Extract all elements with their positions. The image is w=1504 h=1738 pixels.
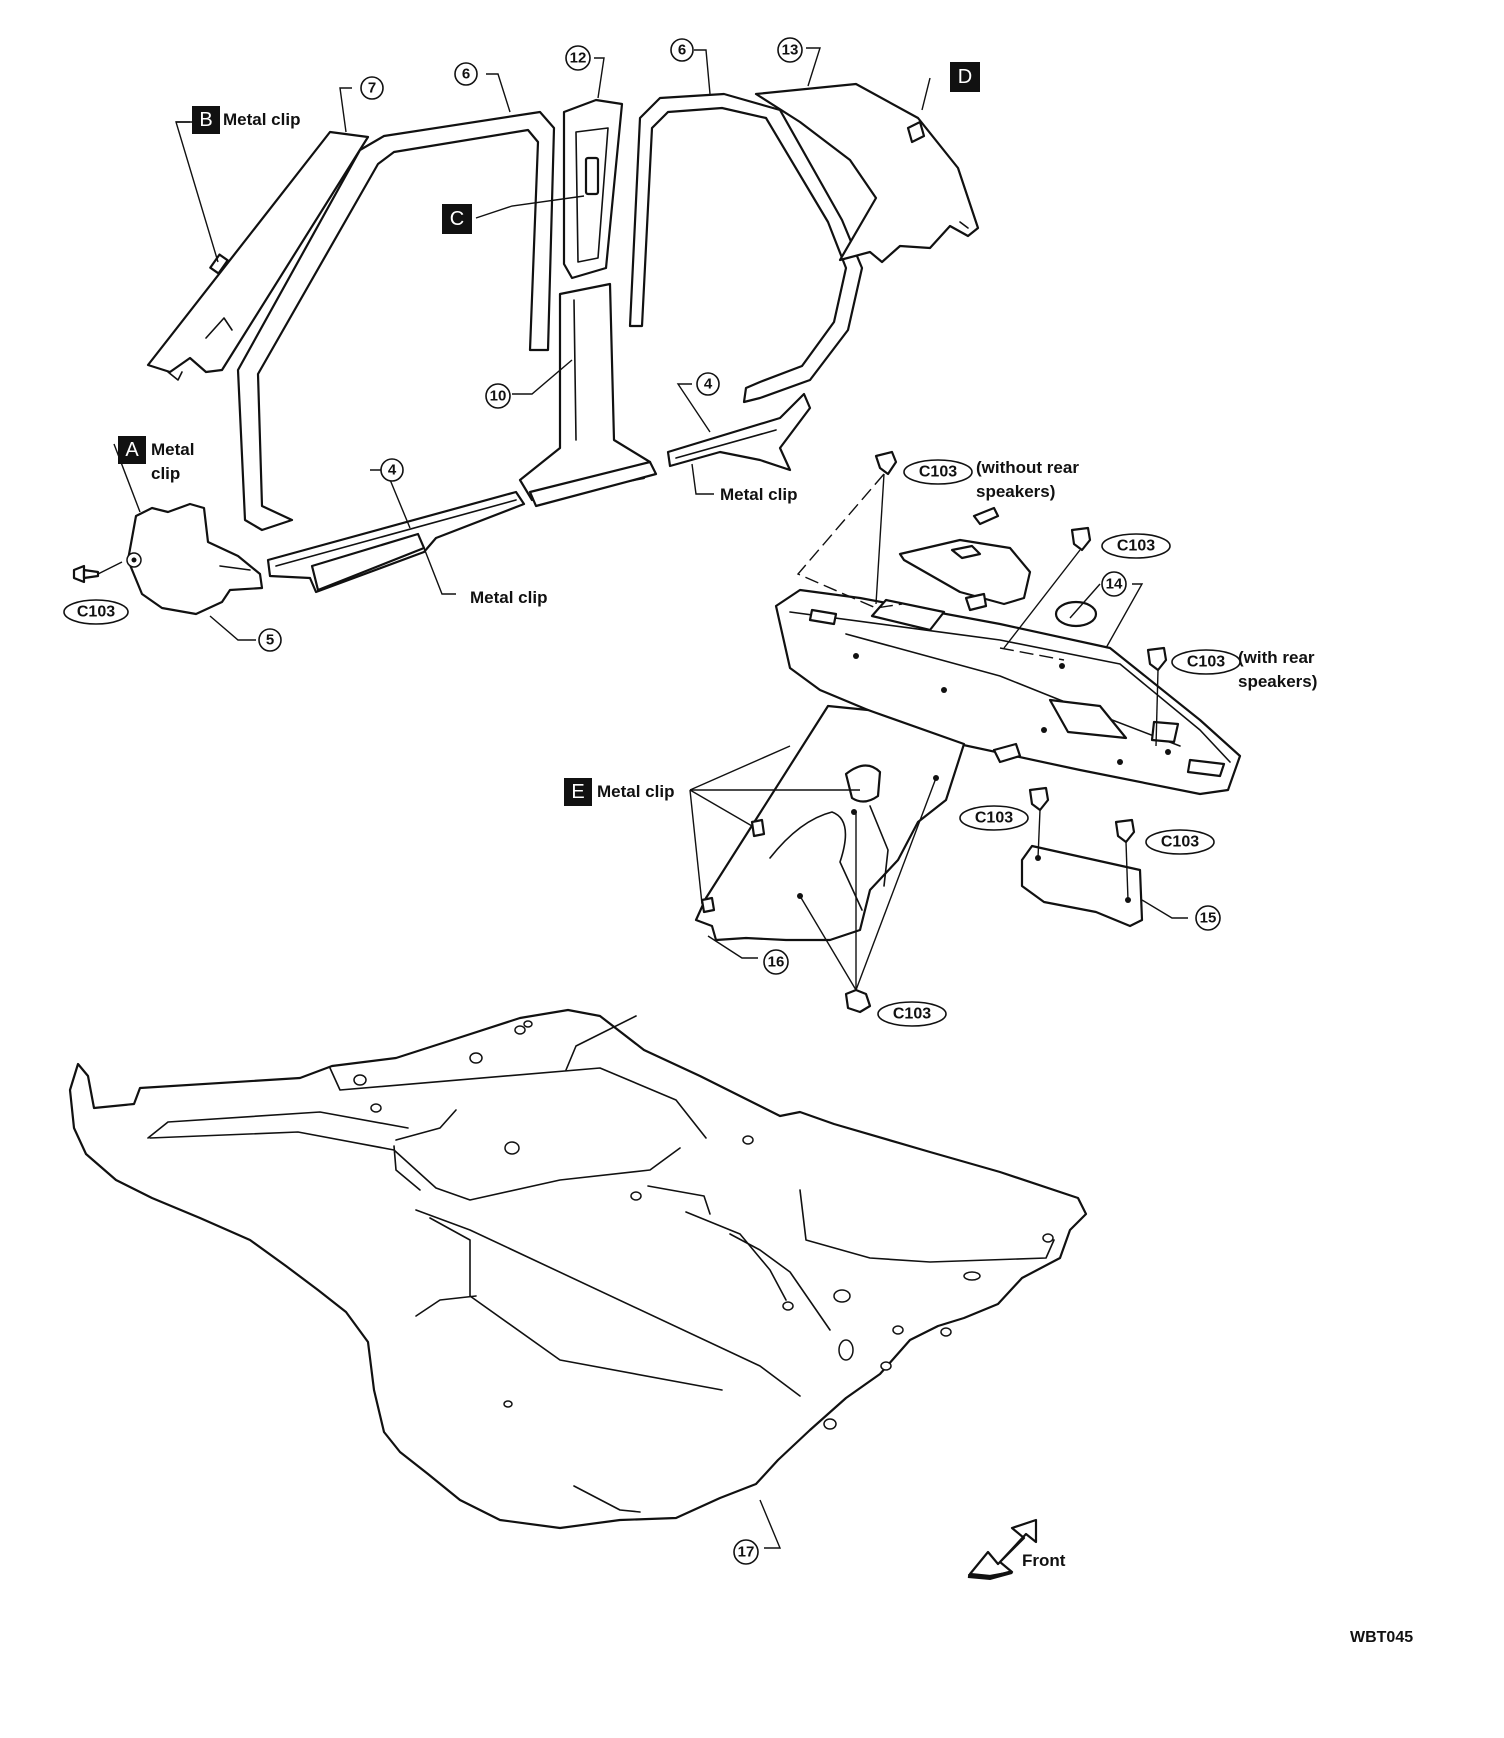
box-a-letter: A — [125, 439, 139, 461]
label-without-rear-1: (without rear — [976, 458, 1079, 477]
push-clip-right — [1146, 646, 1168, 672]
box-c-letter: C — [450, 208, 464, 230]
label-with-rear-2: speakers) — [1238, 672, 1317, 691]
callout-6a-label: 6 — [462, 66, 470, 83]
box-d: D — [950, 62, 980, 92]
callout-6b-label: 6 — [678, 42, 686, 59]
part-12-center-pillar-upper — [562, 98, 624, 280]
clip-push-left — [72, 564, 100, 584]
box-d-letter: D — [958, 66, 972, 88]
callout-14-label: 14 — [1106, 576, 1123, 593]
code-c103-top-text: C103 — [919, 464, 957, 481]
box-b-letter: B — [199, 109, 212, 131]
label-with-rear-1: (with rear — [1238, 648, 1315, 667]
callout-17: 17 — [733, 1539, 759, 1565]
callout-12-label: 12 — [570, 50, 587, 67]
callout-16: 16 — [763, 949, 789, 975]
part-17-floor-carpet — [68, 1008, 1088, 1530]
label-metal-clip-e: Metal clip — [597, 782, 674, 801]
label-metal-clip-right-sill: Metal clip — [720, 485, 797, 504]
part-5-dash-side-finisher — [126, 502, 264, 616]
part-6-rear-door-weatherstrip — [628, 92, 864, 404]
box-a: A — [118, 436, 146, 464]
code-c103-15-left: C103 — [959, 805, 1029, 831]
callout-10-label: 10 — [490, 388, 507, 405]
part-4-rear-kicking-plate — [666, 392, 812, 472]
watermark: WBT045 — [1350, 1629, 1413, 1646]
code-c103-bottom-text: C103 — [893, 1006, 931, 1023]
code-c103-right: C103 — [1171, 649, 1241, 675]
callout-4b-label: 4 — [704, 376, 713, 393]
part-15-trim-panel — [1020, 844, 1144, 928]
callout-5: 5 — [258, 628, 282, 652]
part-4-front-kicking-plate — [266, 460, 658, 594]
callout-4a-label: 4 — [388, 462, 397, 479]
speaker-cover — [898, 506, 1032, 764]
code-c103-left-text: C103 — [77, 604, 115, 621]
callout-15-label: 15 — [1200, 910, 1217, 927]
callout-16-label: 16 — [768, 954, 785, 971]
code-c103-bottom: C103 — [877, 1001, 947, 1027]
callout-17-label: 17 — [738, 1544, 755, 1561]
code-c103-mid-text: C103 — [1117, 538, 1155, 555]
label-front: Front — [1022, 1551, 1066, 1570]
code-c103-left: C103 — [63, 599, 129, 625]
callout-6-left: 6 — [454, 62, 478, 86]
part-13-rear-pillar-trim — [754, 82, 980, 264]
callout-4-left: 4 — [380, 458, 404, 482]
code-c103-15-right: C103 — [1145, 829, 1215, 855]
callout-6-right: 6 — [670, 38, 694, 62]
part-7-front-pillar-trim — [146, 130, 370, 381]
front-arrow-icon — [967, 1518, 1038, 1581]
push-clip-15-left — [1028, 786, 1050, 812]
push-clip-mid — [1070, 526, 1092, 552]
callout-14: 14 — [1101, 571, 1127, 597]
callout-10: 10 — [485, 383, 511, 409]
label-metal-clip-a-2: clip — [151, 464, 180, 483]
callout-7: 7 — [360, 76, 384, 100]
part-16-rear-side-trim — [694, 704, 966, 942]
box-c: C — [442, 204, 472, 234]
label-metal-clip-left-sill: Metal clip — [470, 588, 547, 607]
label-metal-clip-b: Metal clip — [223, 110, 300, 129]
callout-7-label: 7 — [368, 80, 376, 97]
callout-5-label: 5 — [266, 632, 274, 649]
label-without-rear-2: speakers) — [976, 482, 1055, 501]
part-14-rear-parcel-shelf — [774, 588, 1242, 796]
box-e-letter: E — [571, 781, 584, 803]
code-c103-15-right-text: C103 — [1161, 834, 1199, 851]
push-clip-bottom — [844, 988, 872, 1014]
callout-12: 12 — [565, 45, 591, 71]
push-clip-15-right — [1114, 818, 1136, 844]
code-c103-15-left-text: C103 — [975, 810, 1013, 827]
callout-15: 15 — [1195, 905, 1221, 931]
code-c103-mid: C103 — [1101, 533, 1171, 559]
callout-13: 13 — [777, 37, 803, 63]
code-c103-right-text: C103 — [1187, 654, 1225, 671]
label-metal-clip-a-1: Metal — [151, 440, 194, 459]
push-clip-top — [874, 450, 898, 476]
leader-lines — [97, 47, 1188, 1549]
box-e: E — [564, 778, 592, 806]
code-c103-top: C103 — [903, 459, 973, 485]
box-b: B — [192, 106, 220, 134]
callout-13-label: 13 — [782, 42, 799, 59]
callout-4-right: 4 — [696, 372, 720, 396]
part-6-front-door-weatherstrip — [236, 110, 556, 532]
